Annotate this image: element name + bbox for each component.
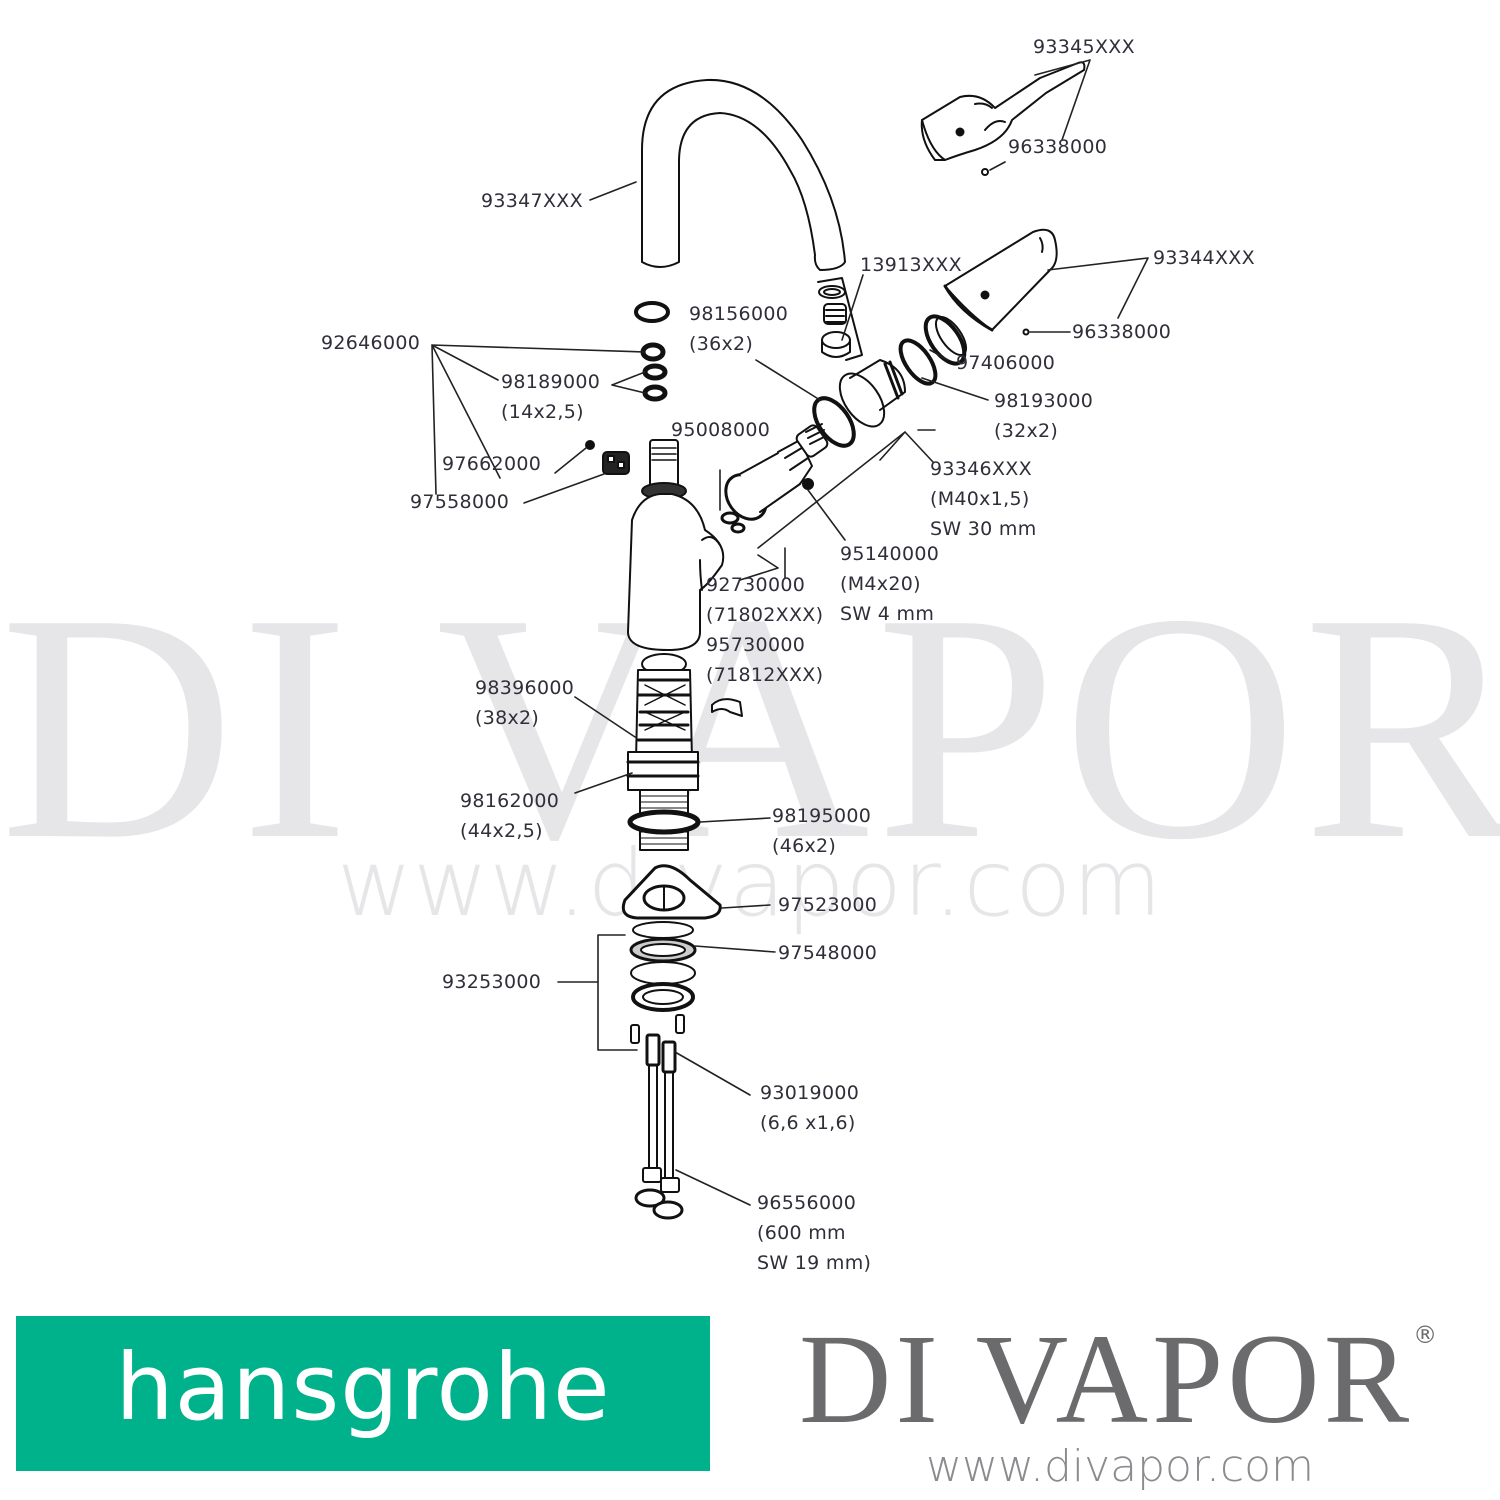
leader-lines — [431, 59, 1149, 1206]
part-label-93253000: 93253000 — [442, 967, 541, 997]
part-label-96338000-cone: 96338000 — [1072, 317, 1171, 347]
part-size: (32x2) — [994, 420, 1059, 442]
part-size: (M4x20) — [840, 573, 921, 595]
divapor-logo: DI VAPOR® www.divapor.com — [740, 1305, 1500, 1500]
part-label-98156000: 98156000 (36x2) — [689, 299, 788, 359]
part-variant-alt: (71812XXX) — [706, 664, 824, 686]
watermark-brand: DI VAPOR® — [0, 565, 1500, 890]
part-number: 96556000 — [757, 1192, 857, 1214]
part-label-93345xxx: 93345XXX — [1033, 32, 1135, 62]
part-number: 96338000 — [1072, 321, 1172, 343]
part-label-13913xxx: 13913XXX — [860, 250, 962, 280]
part-label-98193000: 98193000 (32x2) — [994, 386, 1093, 446]
part-number: 97662000 — [442, 453, 542, 475]
watermark-url: www.divapor.com — [336, 830, 1164, 937]
part-number: 93019000 — [760, 1082, 860, 1104]
part-size: (6,6 x1,6) — [760, 1112, 856, 1134]
part-size: (14x2,5) — [501, 401, 584, 423]
cartridge-drawing — [720, 423, 829, 534]
part-variant: (71802XXX) — [706, 604, 824, 626]
part-label-93344xxx: 93344XXX — [1153, 243, 1255, 273]
divapor-url: www.divapor.com — [926, 1441, 1314, 1492]
mounting-shank-drawing — [626, 653, 743, 851]
part-number: 98195000 — [772, 805, 872, 827]
part-number: 97558000 — [410, 491, 510, 513]
part-number: 98156000 — [689, 303, 789, 325]
o-rings-drawing — [634, 301, 968, 448]
part-wrench-size: SW 4 mm — [840, 603, 935, 625]
registered-mark: ® — [1413, 1321, 1442, 1349]
part-label-92646000: 92646000 — [321, 328, 420, 358]
faucet-body-drawing — [627, 439, 725, 651]
part-wrench-size: SW 30 mm — [930, 518, 1037, 540]
part-label-96556000: 96556000 (600 mm SW 19 mm) — [757, 1188, 871, 1278]
part-number: 93344XXX — [1153, 247, 1255, 269]
part-label-93347xxx: 93347XXX — [481, 186, 583, 216]
part-number: 96338000 — [1008, 136, 1108, 158]
base-plate-drawing — [621, 864, 722, 1044]
part-size: (44x2,5) — [460, 820, 543, 842]
part-label-98162000: 98162000 (44x2,5) — [460, 786, 559, 846]
part-number: 98189000 — [501, 371, 601, 393]
divapor-logo-text: DI VAPOR — [798, 1308, 1414, 1450]
small-clip-drawing — [585, 440, 630, 475]
part-number: 95008000 — [671, 419, 771, 441]
part-label-96338000-handle: 96338000 — [1008, 132, 1107, 162]
part-number: 93347XXX — [481, 190, 583, 212]
lever-handle-drawing — [920, 61, 1086, 176]
part-label-97558000: 97558000 — [410, 487, 509, 517]
part-number: 97406000 — [956, 352, 1056, 374]
spout-drawing — [641, 78, 846, 271]
part-label-95008000: 95008000 — [671, 415, 770, 445]
exploded-parts-diagram — [431, 59, 1149, 1220]
part-number: 97548000 — [778, 942, 878, 964]
lever-cone-drawing — [943, 228, 1058, 336]
part-number: 98193000 — [994, 390, 1094, 412]
hansgrohe-logo: hansgrohe — [16, 1316, 710, 1471]
threaded-sleeve-drawing — [838, 359, 906, 428]
watermark-brand-text: DI VAPOR — [0, 547, 1500, 907]
part-label-92730000: 92730000 (71802XXX) 95730000 (71812XXX) — [706, 570, 823, 690]
part-label-93019000: 93019000 (6,6 x1,6) — [760, 1078, 859, 1138]
part-number: 98162000 — [460, 790, 560, 812]
part-label-97662000: 97662000 — [442, 449, 541, 479]
part-number: 95140000 — [840, 543, 940, 565]
part-label-97523000: 97523000 — [778, 890, 877, 920]
part-label-95140000: 95140000 (M4x20) SW 4 mm — [840, 539, 939, 629]
part-wrench-size: SW 19 mm) — [757, 1252, 872, 1274]
part-number: 93253000 — [442, 971, 542, 993]
part-label-98396000: 98396000 (38x2) — [475, 673, 574, 733]
part-number: 97523000 — [778, 894, 878, 916]
hansgrohe-logo-text: hansgrohe — [115, 1333, 611, 1441]
part-label-97548000: 97548000 — [778, 938, 877, 968]
part-label-97406000: 97406000 — [956, 348, 1055, 378]
aerator-drawing — [817, 277, 863, 361]
part-size: (M40x1,5) — [930, 488, 1030, 510]
part-label-98189000: 98189000 (14x2,5) — [501, 367, 600, 427]
divapor-logo-name: DI VAPOR® — [740, 1315, 1500, 1443]
supply-hoses-drawing — [634, 1033, 684, 1220]
part-number: 98396000 — [475, 677, 575, 699]
part-number: 13913XXX — [860, 254, 962, 276]
part-number: 92730000 — [706, 574, 806, 596]
part-number: 93345XXX — [1033, 36, 1135, 58]
part-size: (46x2) — [772, 835, 837, 857]
part-label-93346xxx: 93346XXX (M40x1,5) SW 30 mm — [930, 454, 1037, 544]
part-length: (600 mm — [757, 1222, 846, 1244]
part-label-98195000: 98195000 (46x2) — [772, 801, 871, 861]
part-size: (36x2) — [689, 333, 754, 355]
part-size: (38x2) — [475, 707, 540, 729]
part-number: 93346XXX — [930, 458, 1032, 480]
part-number-alt: 95730000 — [706, 634, 806, 656]
part-number: 92646000 — [321, 332, 421, 354]
